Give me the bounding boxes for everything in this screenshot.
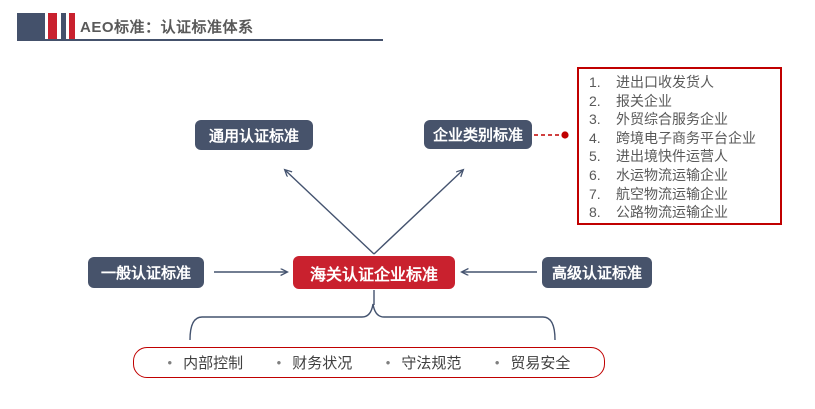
criteria-box: • 内部控制 • 财务状况 • 守法规范 • 贸易安全 xyxy=(133,347,605,378)
node-category-standard: 企业类别标准 xyxy=(424,120,532,149)
list-label: 跨境电子商务平台企业 xyxy=(616,129,756,146)
list-item: 2. 报关企业 xyxy=(589,92,780,111)
bullet-icon: • xyxy=(276,355,282,370)
list-item: 4. 跨境电子商务平台企业 xyxy=(589,129,780,148)
node-customs-enterprise-standard: 海关认证企业标准 xyxy=(293,256,455,289)
criteria-label: 内部控制 xyxy=(183,355,244,372)
list-label: 进出境快件运营人 xyxy=(616,148,728,165)
criteria-label: 守法规范 xyxy=(401,355,462,372)
list-item: 1. 进出口收发货人 xyxy=(589,73,780,92)
arrow-center-to-category xyxy=(373,170,463,255)
criteria-label: 贸易安全 xyxy=(510,355,571,372)
title-underline xyxy=(17,39,383,41)
list-label: 水运物流运输企业 xyxy=(616,166,728,183)
bar-block-icon xyxy=(69,13,75,41)
bullet-icon: • xyxy=(494,355,500,370)
list-item: 7. 航空物流运输企业 xyxy=(589,185,780,204)
node-common-standard: 通用认证标准 xyxy=(195,120,313,150)
list-number: 7. xyxy=(589,185,601,202)
bar-block-icon xyxy=(17,13,45,41)
page-title: AEO标准：认证标准体系 xyxy=(80,19,254,36)
list-label: 航空物流运输企业 xyxy=(616,185,728,202)
bullet-icon: • xyxy=(385,355,391,370)
node-advanced-certification: 高级认证标准 xyxy=(542,257,652,288)
criteria-label: 财务状况 xyxy=(292,355,353,372)
list-item: 3. 外贸综合服务企业 xyxy=(589,110,780,129)
bar-block-icon xyxy=(48,13,57,41)
list-number: 6. xyxy=(589,166,601,183)
list-number: 2. xyxy=(589,92,601,109)
list-number: 4. xyxy=(589,129,601,146)
bar-block-icon xyxy=(61,13,66,41)
list-label: 公路物流运输企业 xyxy=(616,204,728,221)
list-number: 8. xyxy=(589,204,601,221)
list-item: 8. 公路物流运输企业 xyxy=(589,203,780,222)
criteria-item: • 贸易安全 xyxy=(495,352,571,373)
list-item: 5. 进出境快件运营人 xyxy=(589,147,780,166)
arrow-center-to-common xyxy=(285,170,375,255)
bullet-icon: • xyxy=(167,355,173,370)
connector-dot xyxy=(561,131,569,139)
header-bars-icon xyxy=(17,13,75,41)
list-number: 3. xyxy=(589,111,601,128)
brace-bracket xyxy=(189,303,556,341)
list-number: 5. xyxy=(589,148,601,165)
enterprise-category-list: 1. 进出口收发货人 2. 报关企业 3. 外贸综合服务企业 4. 跨境电子商务… xyxy=(577,67,782,225)
criteria-item: • 财务状况 xyxy=(277,352,353,373)
list-label: 进出口收发货人 xyxy=(616,74,714,90)
criteria-item: • 守法规范 xyxy=(386,352,462,373)
list-label: 报关企业 xyxy=(616,92,672,109)
node-general-certification: 一般认证标准 xyxy=(88,257,204,288)
criteria-item: • 内部控制 xyxy=(168,352,244,373)
list-item: 6. 水运物流运输企业 xyxy=(589,166,780,185)
list-label: 外贸综合服务企业 xyxy=(616,111,728,128)
list-number: 1. xyxy=(589,74,601,90)
